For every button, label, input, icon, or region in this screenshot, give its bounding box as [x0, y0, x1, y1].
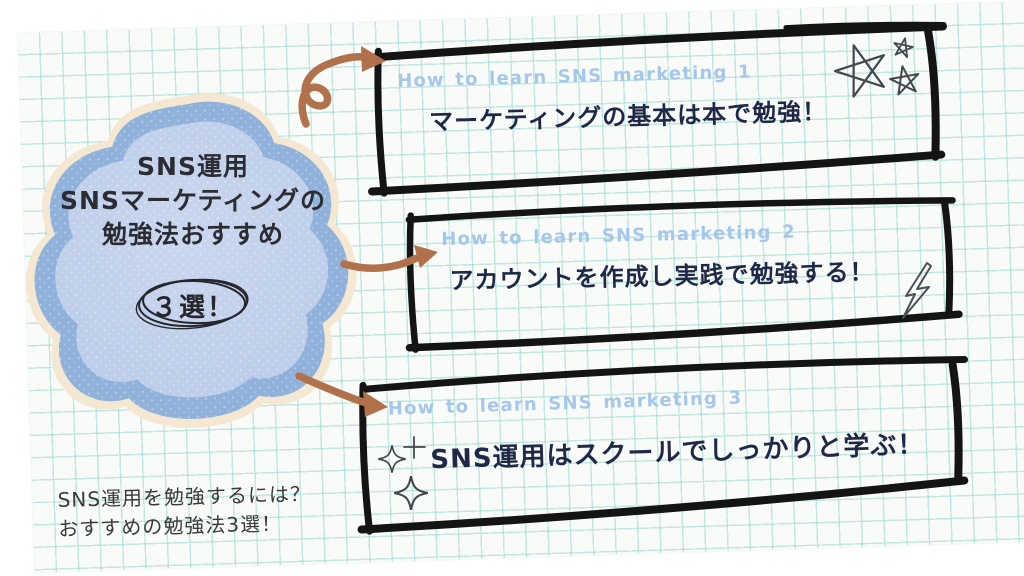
cloud-heading: SNS運用 SNSマーケティングの 勉強法おすすめ: [38, 150, 348, 252]
scribble-oval-icon: [135, 278, 249, 330]
cloud-heading-line2: SNSマーケティングの: [60, 186, 326, 215]
cloud-heading-line3: 勉強法おすすめ: [101, 220, 284, 249]
cloud-heading-line1: SNS運用: [137, 152, 249, 181]
method-card-2: How to learn SNS marketing 2 アカウントを作成し実践…: [400, 190, 963, 354]
three-picks-badge: ３選！: [133, 274, 253, 332]
topic-cloud: [22, 76, 364, 432]
sketch-border-2: [405, 197, 963, 353]
cloud-speckle-texture: [34, 101, 349, 419]
sketch-border-1: [368, 21, 947, 197]
three-picks-label: ３選！: [150, 293, 235, 323]
footnote: SNS運用を勉強するには？ おすすめの勉強法3選！: [57, 478, 378, 544]
method-card-1: How to learn SNS marketing 1 マーケティングの基本は…: [366, 20, 948, 197]
method-card-3: How to learn SNS marketing 3 SNS運用はスクールで…: [353, 350, 973, 537]
cloud-blob-shape: [25, 93, 357, 428]
